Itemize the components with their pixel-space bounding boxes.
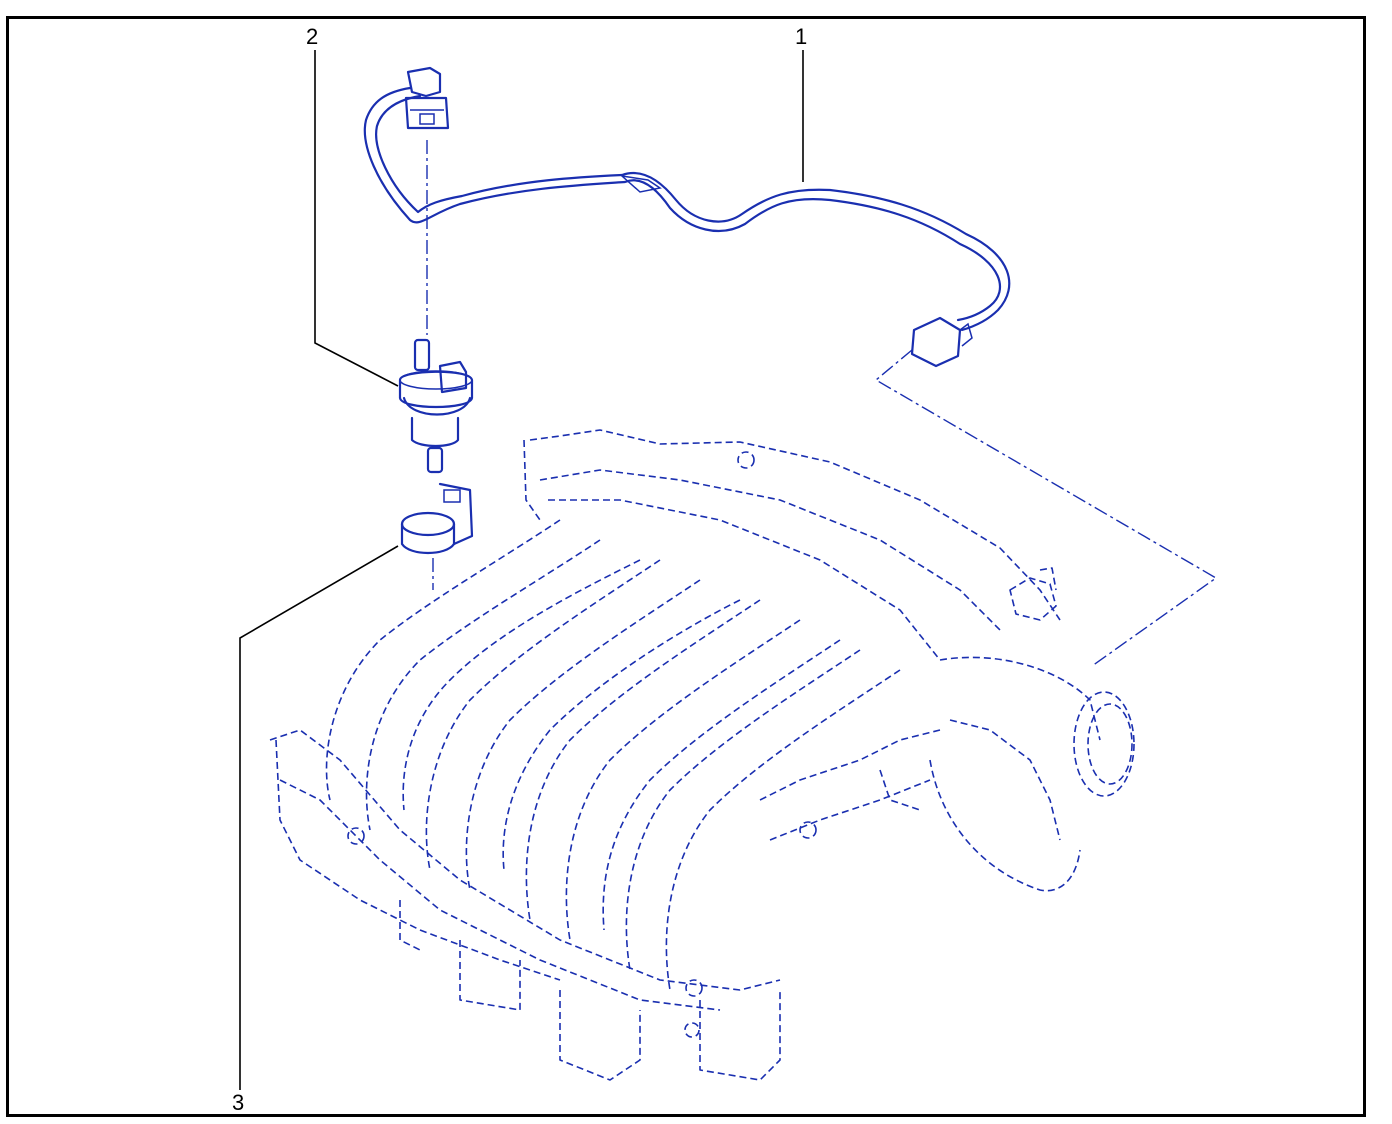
centerline-hose-to-throttle	[874, 349, 1218, 667]
purge-valve	[398, 338, 474, 474]
leader-line-2	[314, 50, 399, 387]
diagram-frame	[6, 16, 1366, 1117]
callout-label-3: 3	[232, 1090, 244, 1115]
vacuum-hose	[363, 66, 1011, 368]
valve-bracket	[400, 482, 474, 554]
callout-label-2: 2	[306, 24, 318, 49]
intake-manifold	[269, 429, 1135, 1081]
callout-label-1: 1	[795, 24, 807, 49]
leader-line-3	[239, 545, 399, 1090]
